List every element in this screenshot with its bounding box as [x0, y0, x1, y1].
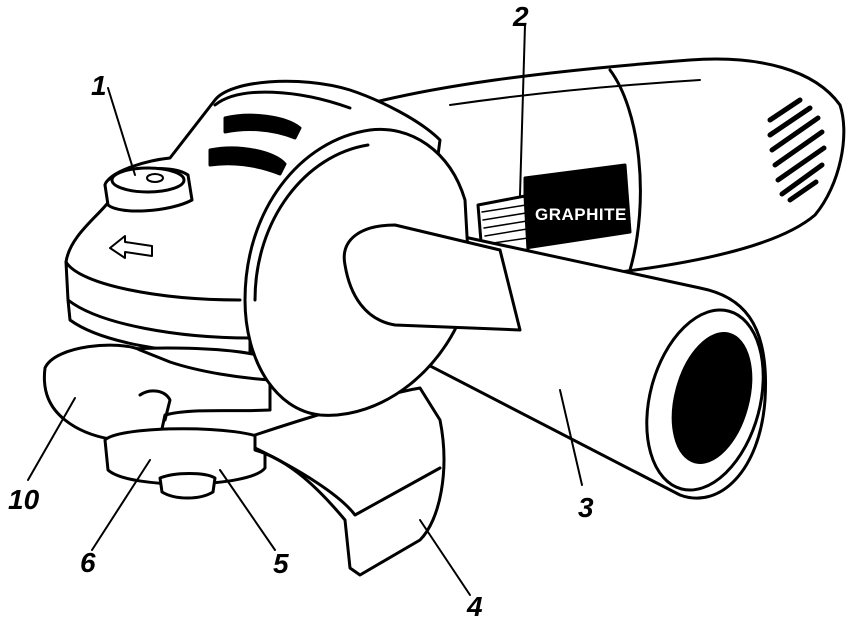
disc-guard-rim [253, 143, 370, 302]
callout-5: 5 [273, 548, 289, 579]
callout-1: 1 [91, 70, 107, 101]
leader-1 [107, 87, 136, 176]
outer-flange [103, 427, 267, 486]
callout-6: 6 [80, 547, 96, 578]
gear-housing-band-1 [64, 260, 242, 302]
grinding-guard-edge [253, 446, 442, 517]
callout-4: 4 [467, 591, 483, 622]
gear-head-top [213, 90, 352, 110]
side-handle-end-hole [671, 332, 753, 464]
leader-10 [27, 397, 76, 481]
spindle-lock-center [146, 173, 164, 183]
leader-2 [519, 24, 526, 196]
gear-vent-1 [223, 113, 302, 140]
callout-3: 3 [578, 492, 594, 523]
leader-5 [219, 469, 276, 551]
locking-nut [158, 472, 217, 500]
leader-6 [91, 459, 151, 551]
side-handle-shaft [342, 223, 522, 332]
direction-arrow [109, 235, 153, 259]
leader-4 [419, 519, 471, 596]
wheel-guard [42, 343, 272, 443]
housing-ring [608, 68, 642, 272]
brand-label: GRAPHITE [535, 205, 627, 224]
leader-3 [559, 389, 583, 486]
callout-2: 2 [513, 1, 529, 32]
guard-clamp [138, 389, 172, 422]
gear-vent-2 [208, 146, 287, 176]
housing-seam [449, 79, 701, 106]
vent-slots [767, 97, 827, 203]
leader-lines [27, 24, 583, 596]
callout-10: 10 [8, 484, 40, 515]
